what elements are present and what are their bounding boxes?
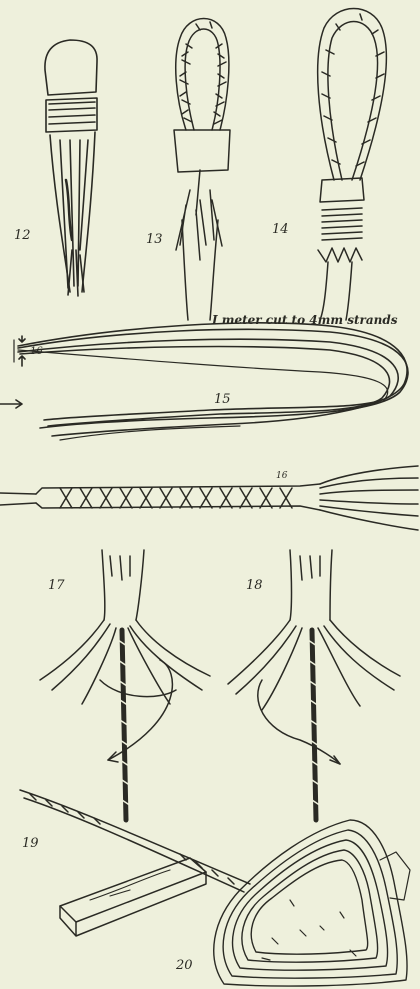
figure-14-drawing	[318, 9, 387, 321]
figure-label-15: 15	[214, 392, 231, 407]
figure-label-13: 13	[146, 232, 163, 247]
figure-label-20: 20	[176, 958, 193, 973]
strand-length-annotation: I meter cut to 4mm strands	[212, 313, 397, 327]
figure-label-19: 19	[22, 836, 39, 851]
figure-label-16-small: 16	[30, 346, 43, 357]
figure-12-drawing	[45, 40, 97, 296]
figure-13-drawing	[174, 19, 230, 321]
figure-20-drawing	[214, 820, 410, 986]
figure-19-drawing	[20, 790, 250, 936]
figure-label-14: 14	[272, 222, 289, 237]
figure-label-12: 12	[14, 228, 31, 243]
figure-16-drawing	[0, 466, 418, 530]
figure-15-drawing	[0, 323, 408, 440]
figure-label-16: 16	[276, 471, 287, 481]
figure-17-drawing	[40, 550, 210, 820]
figure-label-18: 18	[246, 578, 263, 593]
figure-label-17: 17	[48, 578, 65, 593]
